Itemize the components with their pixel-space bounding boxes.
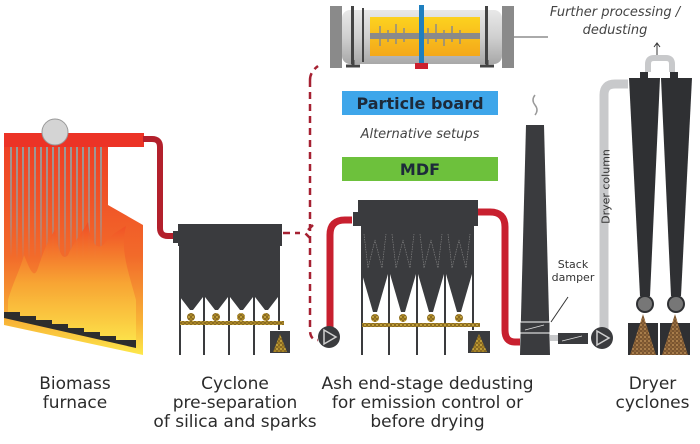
cyclone-label: Cyclone pre-separation of silica and spa… (153, 374, 317, 432)
dryer-column-label: Dryer column (599, 149, 613, 224)
stack-damper-leader (550, 296, 569, 323)
mdf-setup: MDF (342, 157, 498, 181)
grate-steps (4, 312, 136, 348)
flames (8, 222, 136, 345)
particle-board-setup: Particle board (342, 91, 498, 115)
dryer-cyclones-label: Dryer cyclones (615, 374, 690, 413)
cyclone-preseparator (173, 224, 290, 355)
alternative-setups-label: Alternative setups (360, 127, 480, 142)
dryer-cyclones-unit (628, 72, 692, 355)
biomass-furnace-label: Biomass furnace (39, 374, 111, 413)
rotary-drum-dryer (330, 5, 514, 69)
damper-duct (558, 333, 588, 344)
fan (318, 326, 340, 348)
top-connector-pipe (645, 55, 675, 72)
ash-dedusting-unit (353, 200, 490, 355)
dryer-column-pipe (599, 79, 628, 330)
pipe-furnace-to-cyclone (143, 136, 176, 239)
further-processing-label: Further processing / dedusting (549, 5, 681, 38)
boiler-tubes (10, 147, 102, 261)
pipe-to-dedusting (326, 216, 352, 330)
stack (519, 94, 569, 355)
pipe-from-dedusting (478, 208, 520, 346)
biomass-furnace (4, 118, 144, 355)
alternative-path-dashed (283, 65, 319, 342)
steam-drum (41, 118, 69, 146)
stack-damper-label: Stack damper (551, 258, 595, 284)
ash-dedusting-label: Ash end-stage dedusting for emission con… (321, 374, 534, 432)
fan-dryer (591, 327, 613, 349)
